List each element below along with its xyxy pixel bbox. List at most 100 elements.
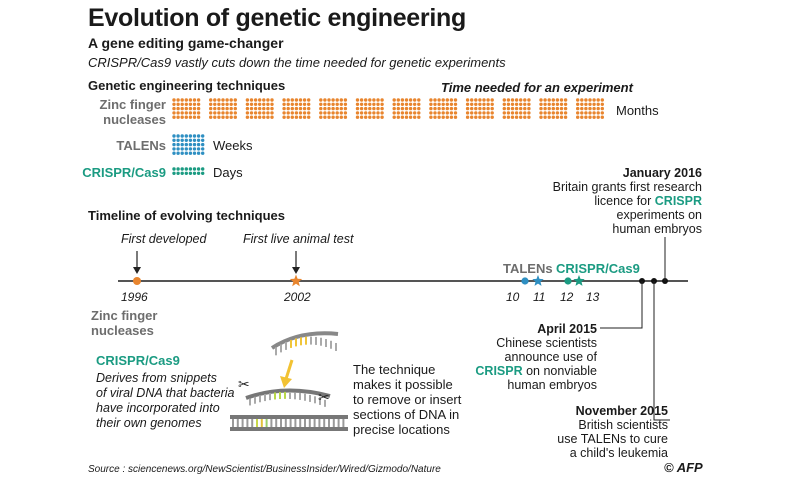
duration-dot <box>221 98 225 102</box>
arrowhead-first-developed <box>133 267 141 274</box>
star-talens <box>532 275 544 286</box>
duration-dot <box>319 102 323 107</box>
duration-dot <box>433 111 437 115</box>
duration-dot <box>184 98 188 102</box>
duration-dot <box>270 102 274 107</box>
duration-dot <box>184 115 188 119</box>
duration-dot <box>355 111 360 115</box>
duration-dot <box>470 111 474 115</box>
duration-dot <box>408 106 413 111</box>
duration-dot <box>209 106 213 111</box>
duration-dot <box>588 102 592 107</box>
duration-dot <box>551 115 555 119</box>
duration-dot <box>184 134 188 138</box>
duration-dot <box>188 171 193 175</box>
duration-dot <box>184 111 188 115</box>
duration-dot <box>380 115 384 119</box>
duration-dot <box>217 115 221 119</box>
duration-dot <box>331 102 335 107</box>
duration-dot <box>449 98 454 102</box>
duration-dot <box>543 98 547 102</box>
duration-dot <box>470 115 474 119</box>
duration-dot <box>196 142 201 147</box>
duration-dot <box>519 102 523 107</box>
duration-dot <box>580 106 584 111</box>
duration-dot <box>294 102 299 107</box>
tick-11: 11 <box>533 290 546 304</box>
duration-dot <box>364 106 368 111</box>
duration-dot <box>563 98 568 102</box>
duration-dot <box>221 106 225 111</box>
duration-dot <box>172 151 176 155</box>
duration-dot <box>307 102 311 107</box>
duration-dot <box>404 102 409 107</box>
duration-dot <box>510 115 515 119</box>
duration-dot <box>172 142 176 147</box>
duration-dot <box>286 98 290 102</box>
duration-dot <box>400 115 405 119</box>
duration-dot <box>176 138 180 142</box>
duration-dot <box>429 98 433 102</box>
duration-dot <box>396 98 400 102</box>
duration-dot <box>486 106 490 111</box>
duration-dot <box>192 115 197 119</box>
duration-dot <box>592 115 596 119</box>
duration-dot <box>482 98 486 102</box>
duration-dot <box>282 111 286 115</box>
duration-dot <box>417 98 421 102</box>
duration-dot <box>196 111 201 115</box>
duration-dot <box>343 111 348 115</box>
duration-dot <box>510 98 515 102</box>
duration-dot <box>176 102 180 107</box>
duration-dot <box>233 102 237 107</box>
dna-illustration: ✂ ✂ <box>230 331 348 431</box>
duration-dot <box>319 98 323 102</box>
duration-dot <box>221 102 225 107</box>
duration-dot <box>364 102 368 107</box>
duration-dot <box>221 115 225 119</box>
scissors-right-icon: ✂ <box>318 390 330 406</box>
duration-dot <box>359 111 364 115</box>
duration-dot <box>478 111 482 115</box>
duration-dot <box>172 102 176 107</box>
duration-dot <box>433 115 437 119</box>
duration-dot <box>580 115 584 119</box>
duration-dot <box>294 111 299 115</box>
tick-13: 13 <box>586 290 600 304</box>
duration-dot <box>253 98 258 102</box>
crispr-box-title: CRISPR/Cas9 <box>96 353 180 368</box>
weeks-label: Weeks <box>213 138 253 153</box>
duration-dot <box>547 111 551 115</box>
duration-dot <box>245 102 250 107</box>
duration-dot <box>364 115 368 119</box>
duration-dot <box>262 106 266 111</box>
duration-dot <box>437 98 441 102</box>
duration-dot <box>172 147 176 151</box>
duration-dot <box>262 115 266 119</box>
duration-dot <box>417 106 421 111</box>
duration-dot <box>396 102 400 107</box>
duration-dot <box>372 115 376 119</box>
duration-dot <box>359 106 364 111</box>
afp-logo: © AFP <box>664 460 703 475</box>
duration-dot <box>527 111 531 115</box>
duration-dot <box>327 115 331 119</box>
duration-dot <box>437 106 441 111</box>
duration-dot <box>290 111 294 115</box>
duration-dot <box>551 102 555 107</box>
duration-dot <box>547 115 551 119</box>
duration-dot <box>519 98 523 102</box>
duration-dot <box>180 147 184 151</box>
duration-dot <box>262 98 266 102</box>
duration-dot <box>445 98 449 102</box>
duration-dot <box>180 138 184 142</box>
duration-dot <box>368 115 372 119</box>
duration-dot <box>209 98 213 102</box>
duration-dot <box>596 102 600 107</box>
duration-dot <box>368 98 372 102</box>
duration-dot <box>196 115 201 119</box>
duration-dot <box>453 98 458 102</box>
arrowhead-first-animal <box>292 267 300 274</box>
insert-arrowhead <box>280 376 292 388</box>
duration-dot <box>262 102 266 107</box>
